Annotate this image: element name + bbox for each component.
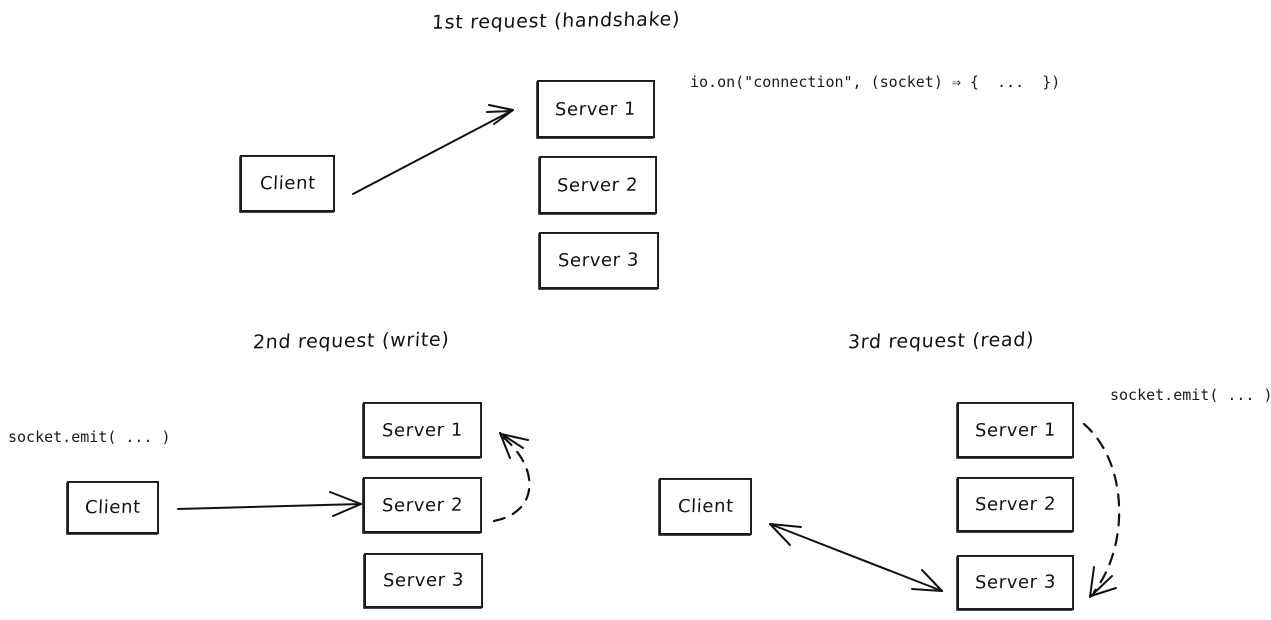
arrow-client-server3-read [769, 523, 943, 592]
node-label: Client [84, 496, 142, 519]
node-label: Server 1 [974, 419, 1057, 441]
node-server-3-read[interactable]: Server 3 [956, 555, 1074, 611]
node-label: Server 3 [558, 249, 640, 272]
node-label: Client [259, 172, 316, 195]
node-label: Server 2 [974, 493, 1057, 516]
node-server-2-handshake[interactable]: Server 2 [538, 156, 657, 215]
section-heading-handshake: 1st request (handshake) [431, 8, 681, 34]
node-server-2-read[interactable]: Server 2 [956, 477, 1074, 533]
node-label: Server 3 [382, 569, 465, 592]
node-client-write[interactable]: Client [66, 481, 159, 535]
node-label: Client [677, 495, 734, 518]
section-heading-write: 2nd request (write) [252, 328, 451, 354]
arrow-client-to-server2-write [177, 491, 362, 517]
node-server-1-write[interactable]: Server 1 [362, 402, 482, 459]
arrow-server2-to-server1-dashed [492, 432, 531, 523]
node-server-3-handshake[interactable]: Server 3 [538, 232, 659, 290]
node-client-handshake[interactable]: Client [239, 155, 335, 213]
node-label: Server 1 [381, 419, 464, 441]
node-server-2-write[interactable]: Server 2 [362, 477, 482, 534]
node-client-read[interactable]: Client [658, 478, 752, 536]
node-server-3-write[interactable]: Server 3 [363, 553, 483, 609]
arrow-server1-to-server3-dashed [1082, 422, 1121, 598]
arrow-client-to-server1-handshake [352, 104, 514, 195]
node-server-1-read[interactable]: Server 1 [956, 402, 1074, 459]
code-annotation-io-on-connection: io.on("connection", (socket) ⇒ { ... }) [690, 73, 1061, 91]
node-server-1-handshake[interactable]: Server 1 [536, 80, 655, 139]
code-annotation-socket-emit-write: socket.emit( ... ) [8, 428, 171, 446]
node-label: Server 2 [381, 494, 464, 516]
node-label: Server 2 [557, 174, 639, 196]
section-heading-read: 3rd request (read) [847, 328, 1035, 354]
node-label: Server 3 [974, 571, 1057, 594]
node-label: Server 1 [555, 98, 637, 120]
code-annotation-socket-emit-read: socket.emit( ... ) [1110, 386, 1271, 404]
